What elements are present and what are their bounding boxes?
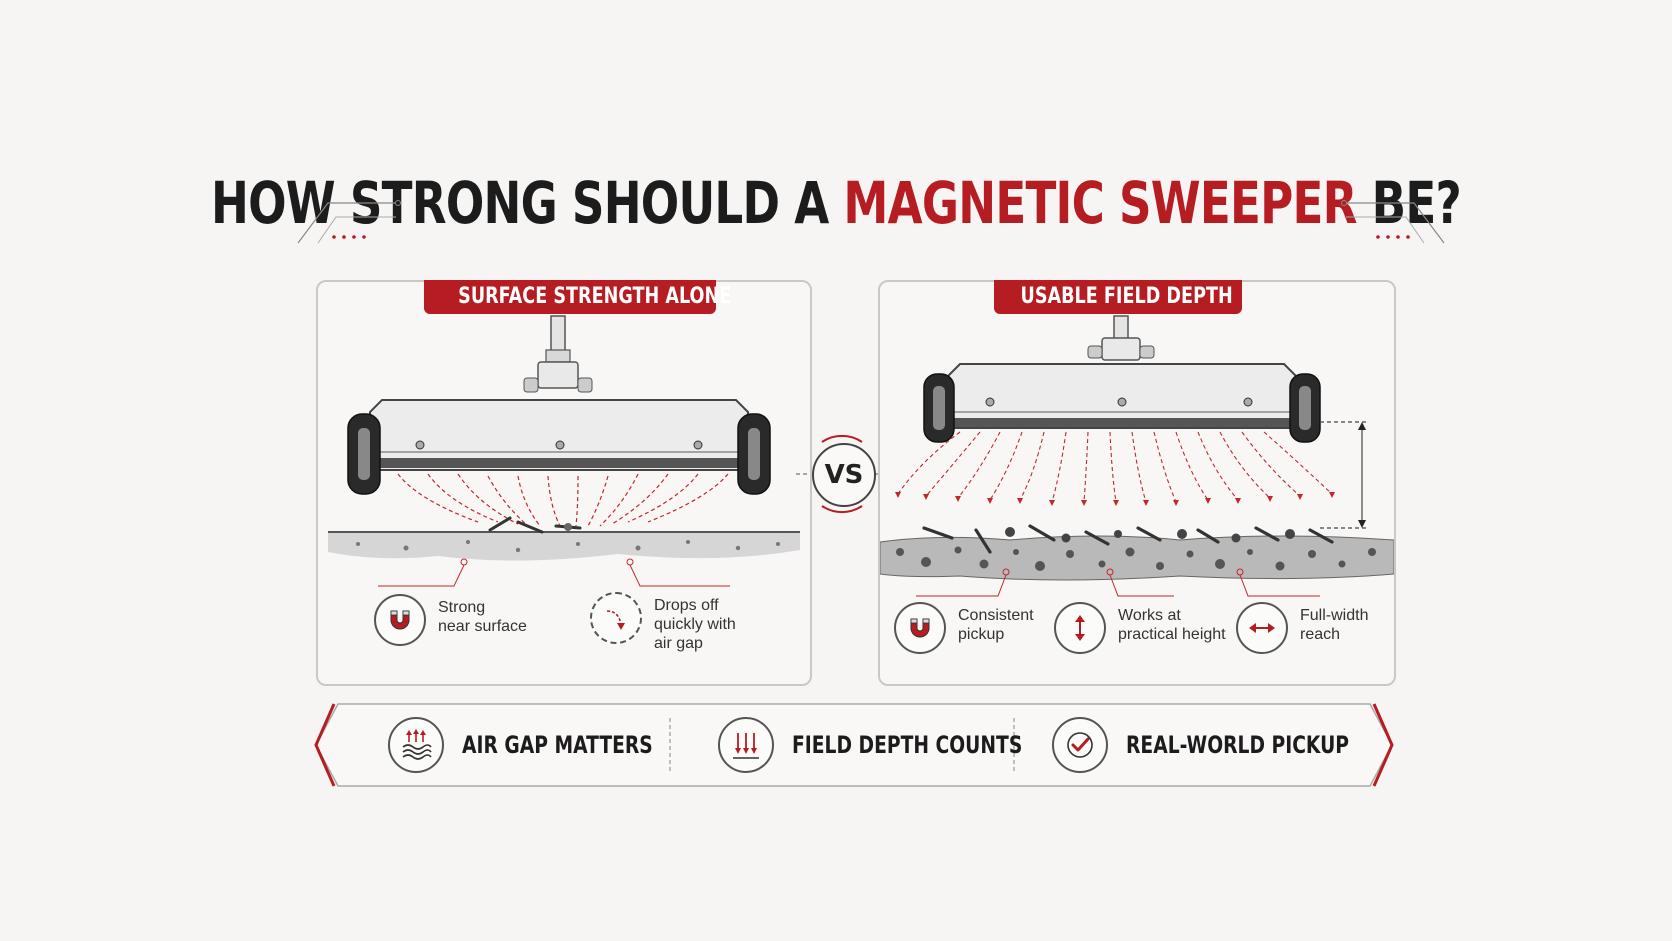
sweeper-illustration-left [328,315,800,587]
vs-badge: VS [812,443,876,507]
banner-item-field-depth: FIELD DEPTH COUNTS [718,716,1087,774]
feature-text-line: Strong [438,599,486,616]
vs-connector [796,435,888,513]
feature-drops-off-quickly: Drops off quickly with air gap [590,592,784,653]
title-decoration-left [297,200,401,244]
summary-banner-items: AIR GAP MATTERS FIELD DEPTH COUNTS REAL-… [380,716,1349,774]
banner-item-real-world-pickup: REAL-WORLD PICKUP [1052,716,1412,774]
feature-text-line: practical height [1118,626,1226,643]
feature-text-line: Works at [1118,607,1181,624]
feature-text-line: Consistent [958,607,1034,624]
feature-works-at-practical-height: Works at practical height [1054,602,1228,654]
magnet-icon [894,602,946,654]
banner-label: AIR GAP MATTERS [462,731,653,759]
checkmark-icon [1052,717,1108,773]
feature-text-line: air gap [654,635,703,652]
title-decoration-right [1341,200,1445,244]
field-depth-icon [718,717,774,773]
banner-label: FIELD DEPTH COUNTS [792,731,1023,759]
panel-tab-usable-field-depth: USABLE FIELD DEPTH [994,280,1242,314]
air-gap-icon [388,717,444,773]
banner-item-air-gap: AIR GAP MATTERS [388,716,707,774]
vertical-arrows-icon [1054,602,1106,654]
panel-tab-surface-strength: SURFACE STRENGTH ALONE [424,280,731,314]
feature-text-line: quickly with [654,616,736,633]
panel-surface-strength: SURFACE STRENGTH ALONE [316,280,812,686]
title-part-2: MAGNETIC SWEEPER [843,169,1357,237]
feature-strong-near-surface: Strong near surface [374,594,568,646]
dropoff-arrow-icon [590,592,642,644]
feature-text-line: Drops off [654,597,719,614]
summary-banner [314,703,1394,787]
horizontal-arrows-icon [1236,602,1288,654]
feature-text-line: pickup [958,626,1005,643]
feature-consistent-pickup: Consistent pickup [894,602,1068,654]
feature-text-line: near surface [438,618,527,635]
title-part-1: HOW STRONG SHOULD A [211,169,844,237]
page-title: HOW STRONG SHOULD A MAGNETIC SWEEPER BE? [184,168,1488,238]
banner-label: REAL-WORLD PICKUP [1126,731,1350,759]
magnet-icon [374,594,426,646]
panel-usable-field-depth: USABLE FIELD DEPTH [878,280,1396,686]
feature-text-line: reach [1300,626,1341,643]
sweeper-illustration-right [880,315,1394,597]
feature-text-line: Full-width [1300,607,1369,624]
feature-full-width-reach: Full-width reach [1236,602,1400,654]
